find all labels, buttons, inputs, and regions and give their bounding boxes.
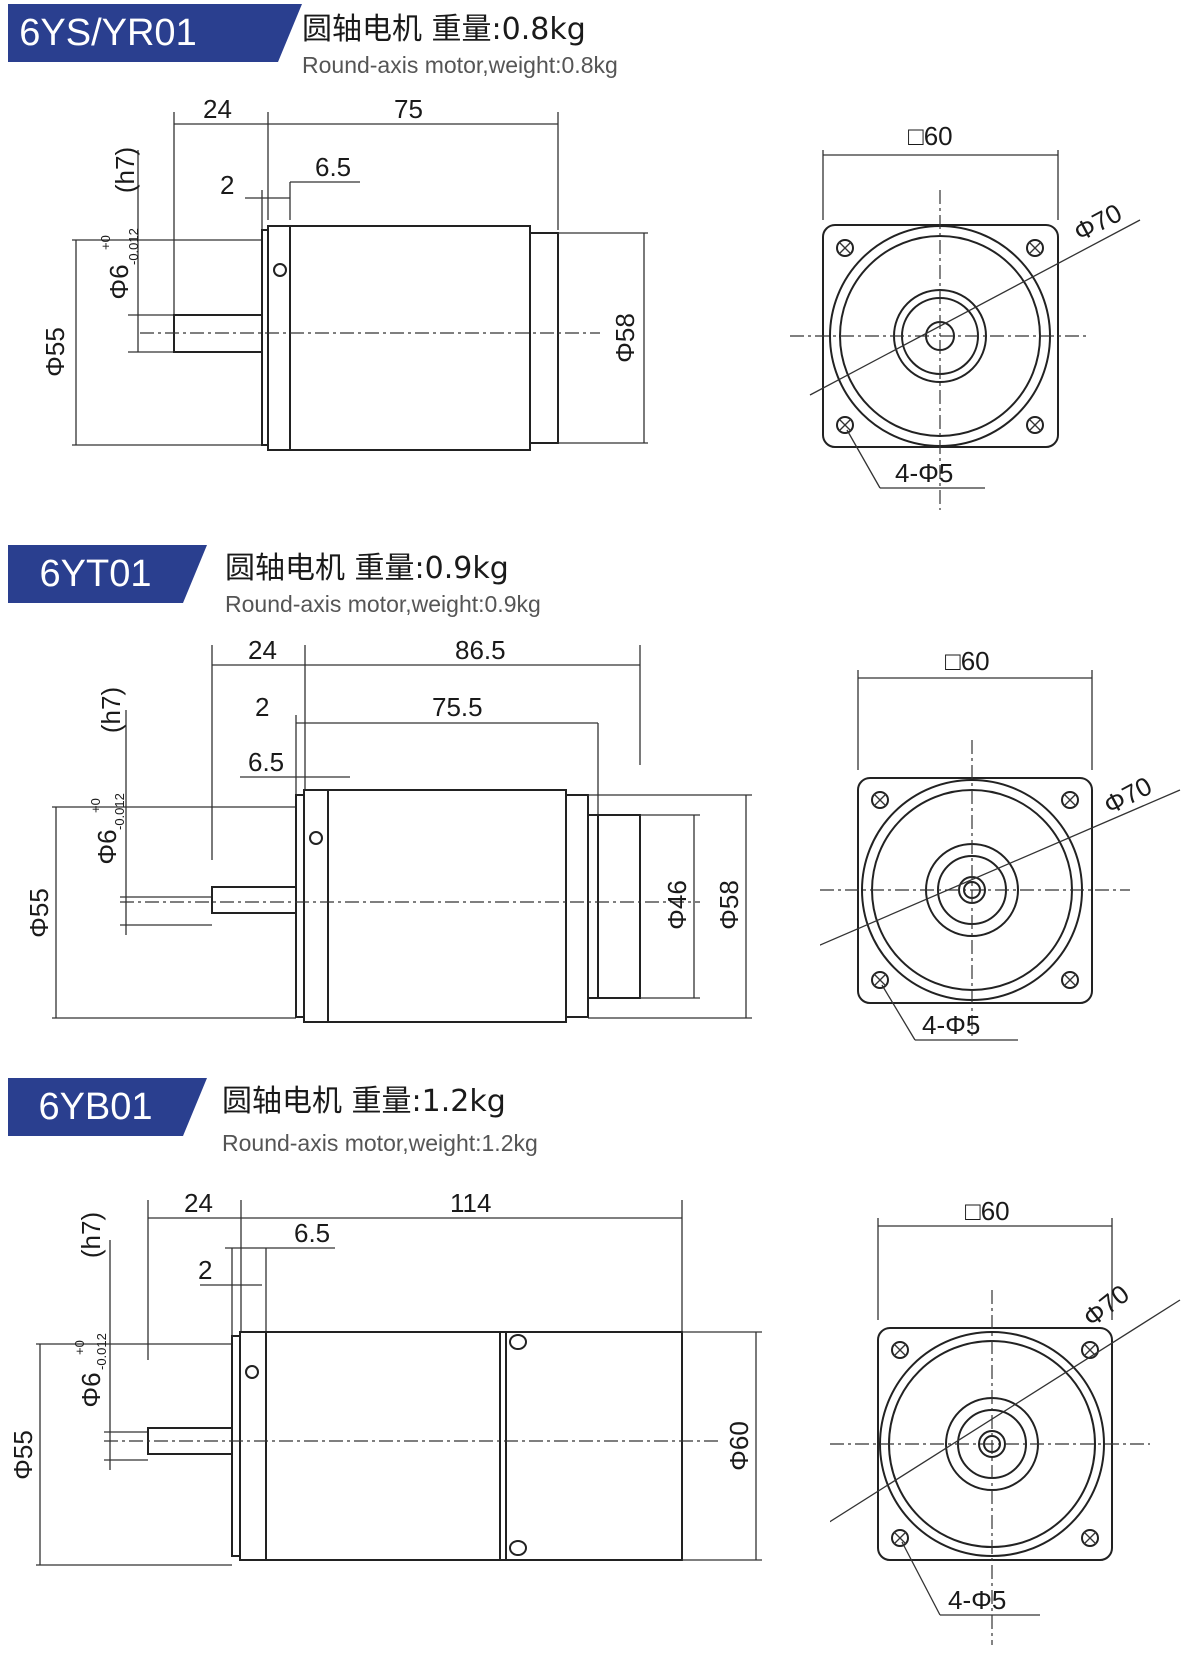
dim-step: 2: [255, 692, 269, 722]
model-badge: 6YT01: [8, 545, 207, 603]
dim-square: □60: [908, 121, 953, 151]
bolt-head-bottom: [509, 1540, 527, 1556]
model-label: 6YT01: [39, 553, 152, 595]
shaft: [211, 886, 297, 914]
title-en: Round-axis motor,weight:0.9kg: [225, 591, 541, 617]
dim-pcd: Φ70: [1077, 1279, 1135, 1333]
dim-pcd: Φ70: [1069, 197, 1127, 247]
screw-hole: [309, 831, 323, 845]
dim-pilot: Φ55: [24, 888, 54, 938]
dim-shaft-length: 24: [248, 635, 277, 665]
mount-holes: [871, 791, 1079, 989]
front-view-drawing: □60 Φ70 4-Φ5: [790, 121, 1141, 510]
mount-holes: [836, 239, 1044, 434]
title-cn: 圆轴电机 重量:0.9kg: [225, 551, 509, 586]
bolt-head-top: [509, 1334, 527, 1350]
badge-tail: [278, 4, 302, 62]
dim-tol-minus: -0.012: [94, 1333, 109, 1370]
dim-cap-dia: Φ46: [662, 880, 692, 930]
badge-tail: [183, 1078, 207, 1136]
badge-tail: [183, 545, 207, 603]
dim-tol-plus: +0: [72, 1340, 87, 1355]
dim-holes: 4-Φ5: [895, 458, 953, 488]
dim-shaft-length: 24: [184, 1188, 213, 1218]
dim-shaft-length: 24: [203, 94, 232, 124]
title-cn: 圆轴电机 重量:1.2kg: [222, 1084, 506, 1119]
dim-pilot: Φ55: [8, 1430, 38, 1480]
front-view-drawing: □60 Φ70 4-Φ5: [830, 1196, 1181, 1645]
dim-tol-minus: -0.012: [126, 228, 141, 265]
dim-body-length: 75.5: [432, 692, 483, 722]
dim-fit: (h7): [110, 147, 140, 193]
dim-body-length: 114: [450, 1188, 491, 1218]
side-view-drawing: 24 114 6.5 2 Φ55 Φ6 +0 -0.012 (h7) Φ60: [8, 1188, 762, 1566]
dim-holes: 4-Φ5: [948, 1585, 1006, 1615]
dim-body-dia: Φ58: [714, 880, 744, 930]
dim-pilot: Φ55: [40, 327, 70, 377]
motor-body: [239, 1331, 683, 1561]
section-6yb01: 6YB01 圆轴电机 重量:1.2kg Round-axis motor,wei…: [0, 1070, 1200, 1662]
side-view-drawing: 24 86.5 2 75.5 6.5 Φ55 Φ6 +0 -0.012 (h7): [24, 635, 752, 1023]
model-badge: 6YB01: [8, 1078, 207, 1136]
dim-tol-plus: +0: [98, 235, 113, 250]
title-cn: 圆轴电机 重量:0.8kg: [302, 12, 586, 47]
model-label: 6YS/YR01: [19, 12, 197, 54]
dim-flange: 6.5: [294, 1218, 330, 1248]
dim-shaft-dia: Φ6: [104, 264, 134, 299]
dim-flange: 6.5: [315, 152, 351, 182]
title-en: Round-axis motor,weight:0.8kg: [302, 52, 618, 78]
dim-step: 2: [220, 170, 234, 200]
motor-body: [303, 789, 567, 1023]
title-en: Round-axis motor,weight:1.2kg: [222, 1130, 538, 1156]
dim-total-length: 86.5: [455, 635, 506, 665]
dim-fit: (h7): [96, 687, 126, 733]
model-label: 6YB01: [38, 1086, 153, 1128]
end-ring: [565, 794, 589, 1018]
screw-hole: [245, 1365, 259, 1379]
end-cap: [529, 232, 559, 444]
dim-flange: 6.5: [248, 747, 284, 777]
motor-body: [267, 225, 531, 451]
dim-square: □60: [945, 646, 990, 676]
section-6yt01: 6YT01 圆轴电机 重量:0.9kg Round-axis motor,wei…: [0, 535, 1200, 1065]
dim-step: 2: [198, 1255, 212, 1285]
section-6ys-yr01: 6YS/YR01 圆轴电机 重量:0.8kg Round-axis motor,…: [0, 0, 1200, 530]
front-view-drawing: □60 Φ70 4-Φ5: [820, 646, 1181, 1041]
dim-fit: (h7): [76, 1212, 106, 1258]
dim-tol-plus: +0: [88, 798, 103, 813]
dim-body-length: 75: [394, 94, 423, 124]
dim-square: □60: [965, 1196, 1010, 1226]
side-view-drawing: 24 75 2 6.5 Φ55 Φ6 +0 -0.012 (h7) Φ58: [40, 94, 648, 451]
end-cap: [587, 814, 641, 999]
model-badge: 6YS/YR01: [8, 4, 302, 62]
dim-holes: 4-Φ5: [922, 1010, 980, 1040]
dim-body-dia: Φ58: [610, 313, 640, 363]
dim-body-dia: Φ60: [724, 1421, 754, 1471]
dim-shaft-dia: Φ6: [92, 829, 122, 864]
screw-hole: [273, 263, 287, 277]
dim-tol-minus: -0.012: [112, 793, 127, 830]
dim-shaft-dia: Φ6: [76, 1372, 106, 1407]
